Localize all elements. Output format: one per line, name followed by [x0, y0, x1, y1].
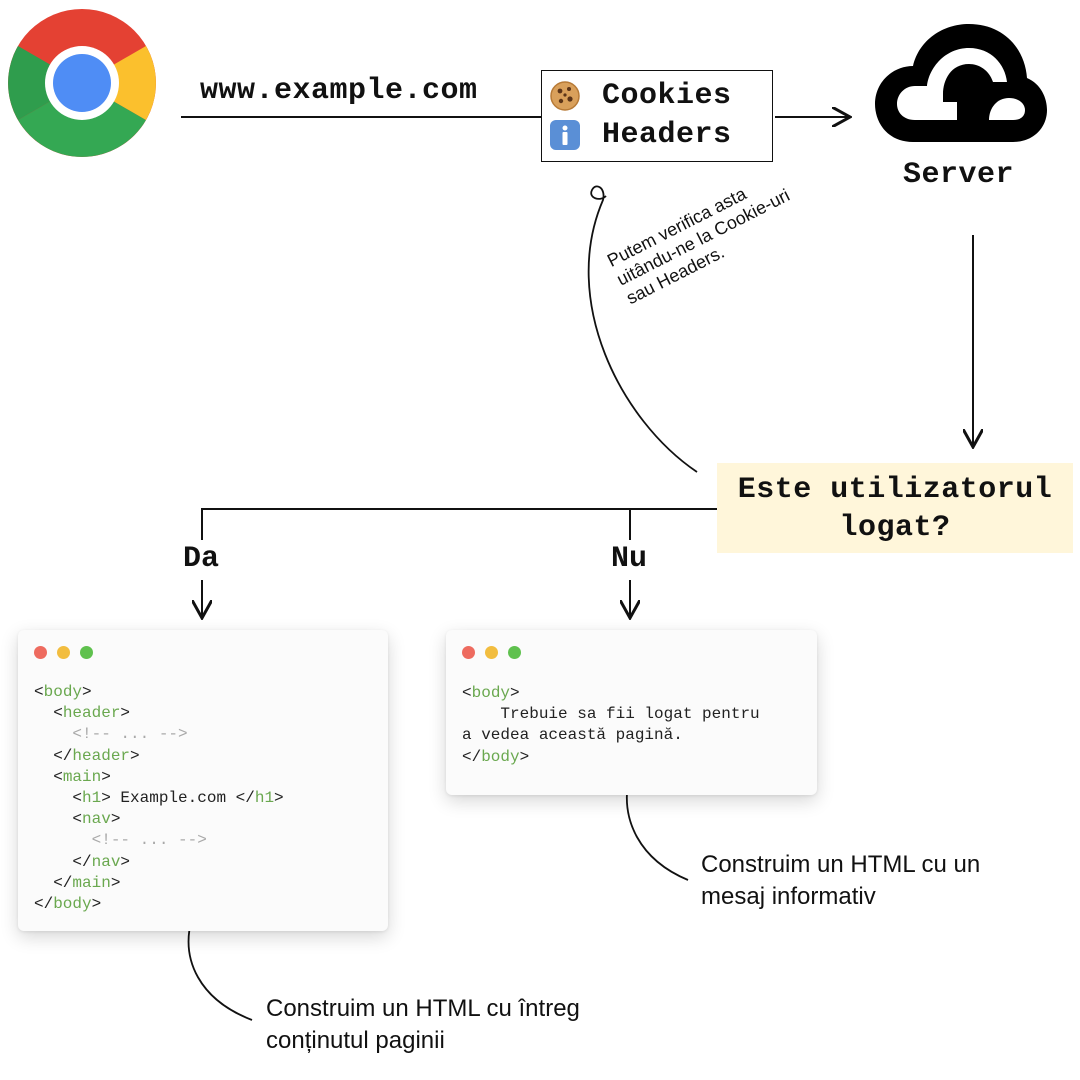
logged-in-code: <body> <header> <!-- ... --> </header> <…: [34, 682, 284, 915]
code-comment: <!-- ... -->: [72, 725, 188, 744]
window-controls: [462, 646, 521, 659]
caption-line: conținutul paginii: [266, 1027, 445, 1054]
decision-question: Este utilizatorul logat?: [717, 463, 1073, 553]
code-text: <: [53, 767, 63, 786]
question-line-2: logat?: [839, 511, 951, 545]
code-line: <nav>: [34, 809, 284, 830]
code-text: >: [110, 810, 121, 829]
code-line: <header>: [34, 703, 284, 724]
code-tag: nav: [82, 810, 111, 829]
minimize-dot-icon: [57, 646, 70, 659]
request-url: www.example.com: [200, 74, 478, 108]
code-text: >: [130, 746, 140, 765]
code-text: >: [510, 684, 520, 702]
code-line: </body>: [462, 747, 760, 768]
code-text: >: [120, 852, 131, 871]
question-line-1: Este utilizatorul: [737, 473, 1053, 507]
code-text: >: [519, 747, 530, 766]
logged-in-caption: Construim un HTML cu întreg conținutul p…: [266, 993, 580, 1057]
cookies-label: Cookies: [602, 79, 732, 113]
info-icon: [548, 118, 582, 152]
code-line: Trebuie sa fii logat pentru: [462, 704, 760, 725]
branch-line: [201, 508, 717, 540]
headers-row: Headers: [548, 118, 732, 152]
code-text: Trebuie sa fii logat pentru: [500, 705, 760, 724]
code-text: > Example.com </: [101, 789, 255, 808]
code-tag: header: [62, 704, 121, 723]
code-text: <: [72, 810, 83, 829]
maximize-dot-icon: [80, 646, 93, 659]
code-line: </body>: [34, 894, 284, 915]
code-tag: body: [481, 747, 520, 766]
code-tag: body: [471, 684, 511, 702]
code-line: a vedea această pagină.: [462, 725, 760, 746]
code-line: <main>: [34, 767, 284, 788]
server-label: Server: [903, 158, 1015, 192]
code-line: <body>: [34, 682, 284, 703]
code-tag: h1: [82, 789, 102, 808]
code-text: <: [53, 704, 63, 723]
code-line: <h1> Example.com </h1>: [34, 788, 284, 809]
code-text: <: [462, 684, 472, 702]
logged-in-html-window: <body> <header> <!-- ... --> </header> <…: [18, 630, 388, 931]
code-text: </: [72, 852, 92, 871]
check-note-curve: [587, 185, 698, 473]
code-tag: body: [43, 683, 83, 701]
code-text: >: [120, 704, 131, 723]
code-text: >: [274, 789, 284, 808]
code-tag: h1: [254, 789, 275, 808]
code-text: </: [53, 746, 73, 765]
caption-line: mesaj informativ: [701, 883, 876, 910]
code-text: </: [34, 895, 54, 914]
headers-label: Headers: [602, 118, 732, 152]
chrome-logo-icon: [7, 8, 157, 158]
code-text: >: [91, 895, 102, 914]
request-box: Cookies Headers: [541, 70, 773, 162]
code-line: </header>: [34, 746, 284, 767]
close-dot-icon: [462, 646, 475, 659]
code-tag: main: [72, 873, 111, 892]
code-text: <: [72, 789, 83, 808]
window-controls: [34, 646, 93, 659]
minimize-dot-icon: [485, 646, 498, 659]
code-comment: <!-- ... -->: [91, 831, 207, 850]
no-label: Nu: [611, 542, 648, 576]
code-text: >: [82, 683, 92, 701]
cookie-icon: [548, 79, 582, 113]
code-line: </main>: [34, 873, 284, 894]
code-text: >: [110, 873, 121, 892]
code-text: a vedea această pagină.: [462, 726, 683, 745]
code-tag: body: [53, 895, 92, 914]
cloud-icon: [873, 22, 1049, 148]
code-text: <: [34, 683, 44, 701]
close-dot-icon: [34, 646, 47, 659]
code-tag: main: [62, 767, 102, 786]
cookies-row: Cookies: [548, 79, 732, 113]
code-line: <!-- ... -->: [34, 830, 284, 851]
maximize-dot-icon: [508, 646, 521, 659]
code-line: <body>: [462, 683, 760, 704]
code-text: >: [101, 767, 111, 786]
code-tag: nav: [91, 852, 121, 871]
code-tag: header: [72, 746, 131, 765]
code-line: <!-- ... -->: [34, 724, 284, 745]
logged-out-caption: Construim un HTML cu un mesaj informativ: [701, 849, 980, 913]
code-line: </nav>: [34, 852, 284, 873]
code-text: </: [53, 873, 73, 892]
caption-line: Construim un HTML cu întreg: [266, 995, 580, 1022]
code-text: </: [462, 747, 482, 766]
caption-line: Construim un HTML cu un: [701, 851, 981, 878]
yes-label: Da: [183, 542, 220, 576]
